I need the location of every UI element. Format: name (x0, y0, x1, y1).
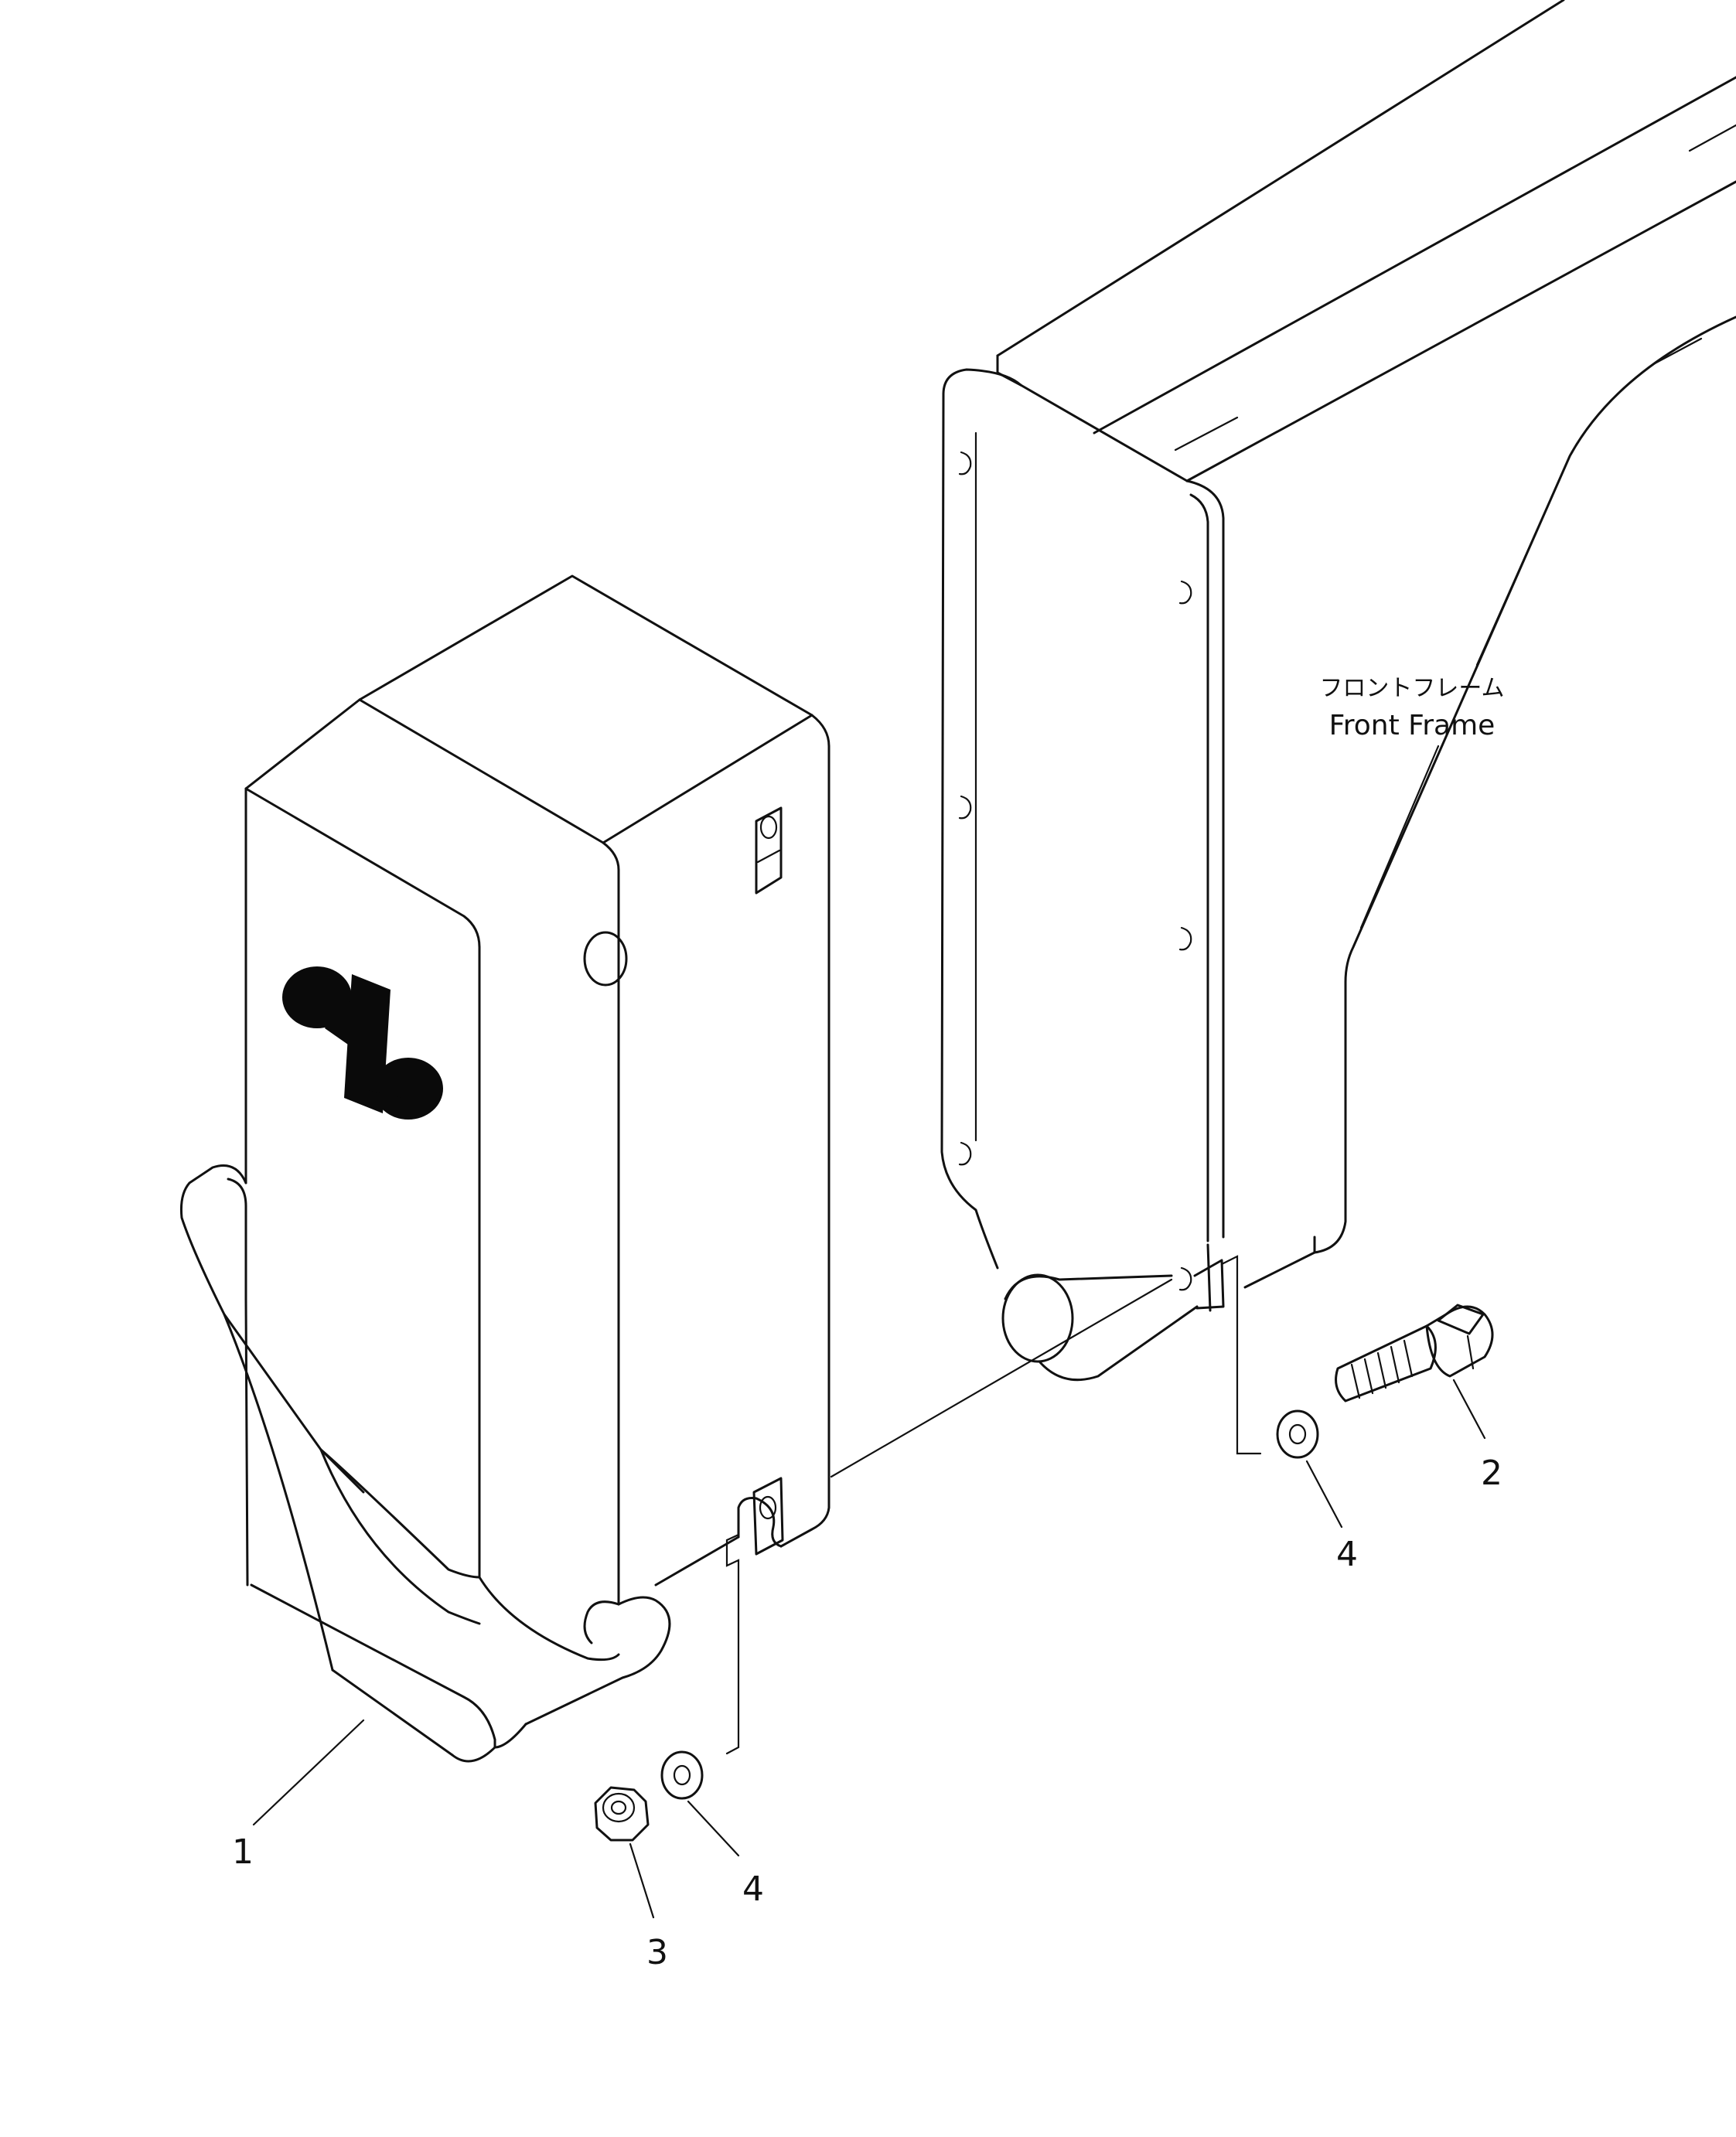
front-frame-label-en: Front Frame (1329, 710, 1496, 741)
box-assembly (180, 574, 830, 1763)
callout-leader-4a (687, 1800, 740, 1857)
washer-part-right (1276, 1409, 1319, 1459)
cap-icon (583, 931, 628, 987)
logo-mark-icon (282, 966, 443, 1120)
callout-4a: 4 (742, 1869, 764, 1909)
callout-leader-1 (252, 1719, 365, 1826)
front-frame-label-jp: フロントフレーム (1319, 675, 1504, 702)
callout-3: 3 (646, 1933, 668, 1972)
nut-part (594, 1786, 650, 1842)
front-frame-leader-lower (1359, 745, 1440, 929)
callout-leader-4b (1305, 1460, 1343, 1529)
mount-leader (830, 1278, 1173, 1478)
washer-part-left (660, 1750, 704, 1800)
front-frame-leader-upper (1475, 455, 1571, 666)
front-frame (940, 0, 1736, 1382)
bolt-part (1335, 1304, 1494, 1403)
assembly-line-right (1220, 1255, 1262, 1455)
callout-1: 1 (232, 1832, 254, 1872)
callout-2: 2 (1481, 1454, 1502, 1493)
callout-leader-2 (1452, 1379, 1486, 1440)
callout-4b: 4 (1336, 1535, 1358, 1574)
assembly-line-left (725, 1533, 740, 1755)
callout-leader-3 (629, 1842, 655, 1919)
